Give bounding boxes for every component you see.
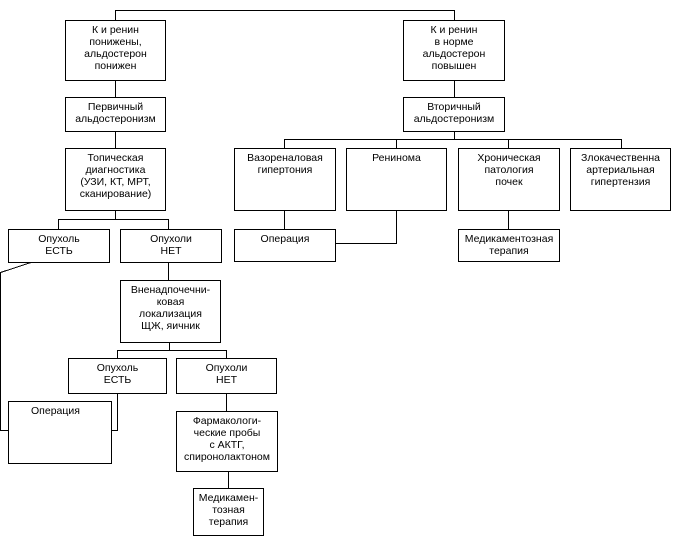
node-topical-diagnostics: Топическая диагностика (УЗИ, КТ, МРТ, ск… (65, 148, 166, 211)
node-label: Вненадпочечни- ковая локализация ЩЖ, яич… (130, 284, 211, 332)
node-label: Фармакологи- ческие пробы с АКТГ, спирон… (184, 415, 270, 463)
node-tumor-yes-1: Опухоль ЕСТЬ (8, 229, 110, 263)
node-label: Операция (31, 405, 80, 417)
node-low-renin: К и ренин понижены, альдостерон понижен (65, 20, 166, 81)
node-pharmacological-tests: Фармакологи- ческие пробы с АКТГ, спирон… (176, 411, 278, 472)
node-label: Хроническая патология почек (477, 152, 541, 188)
node-label: Медикаментозная терапия (464, 233, 554, 257)
connector (0, 261, 33, 431)
node-label: Опухоли НЕТ (150, 233, 192, 257)
connector (117, 350, 227, 358)
node-label: Вторичный альдостеронизм (413, 101, 495, 125)
connector (284, 139, 622, 148)
node-label: Злокачественна артериальная гипертензия (581, 152, 660, 188)
node-extra-adrenal-localization: Вненадпочечни- ковая локализация ЩЖ, яич… (120, 280, 221, 343)
node-label: Опухоль ЕСТЬ (38, 233, 80, 257)
node-medication-bottom: Медикамен- тозная терапия (193, 488, 264, 536)
node-vasorenal-hypertension: Вазореналовая гипертония (234, 148, 336, 211)
node-surgery-right: Операция (234, 229, 336, 262)
node-normal-renin: К и ренин в норме альдостерон повышен (403, 20, 505, 81)
node-label: Операция (260, 233, 310, 245)
node-malignant-hypertension: Злокачественна артериальная гипертензия (570, 148, 671, 211)
node-label: К и ренин понижены, альдостерон понижен (84, 24, 147, 72)
connector (335, 211, 397, 244)
connector (115, 10, 455, 20)
node-label: Вазореналовая гипертония (247, 152, 323, 176)
node-label: Ренинома (372, 152, 421, 164)
node-label: Опухоль ЕСТЬ (96, 362, 139, 386)
node-secondary-aldosteronism: Вторичный альдостеронизм (403, 97, 505, 132)
node-label: Опухоли НЕТ (205, 362, 248, 386)
node-tumor-no-1: Опухоли НЕТ (120, 229, 222, 263)
connector (58, 219, 169, 229)
node-medication-right: Медикаментозная терапия (458, 229, 560, 262)
node-label: К и ренин в норме альдостерон повышен (422, 24, 486, 72)
node-reninoma: Ренинома (346, 148, 447, 211)
node-tumor-yes-2: Опухоль ЕСТЬ (68, 358, 167, 394)
node-tumor-no-2: Опухоли НЕТ (176, 358, 277, 394)
node-label: Медикамен- тозная терапия (198, 492, 259, 528)
node-surgery-left: Операция (8, 401, 112, 464)
node-label: Первичный альдостеронизм (75, 101, 156, 125)
node-label: Топическая диагностика (УЗИ, КТ, МРТ, ск… (79, 152, 152, 200)
node-chronic-kidney-disease: Хроническая патология почек (458, 148, 560, 211)
connector (112, 393, 118, 431)
node-primary-aldosteronism: Первичный альдостеронизм (65, 97, 166, 132)
